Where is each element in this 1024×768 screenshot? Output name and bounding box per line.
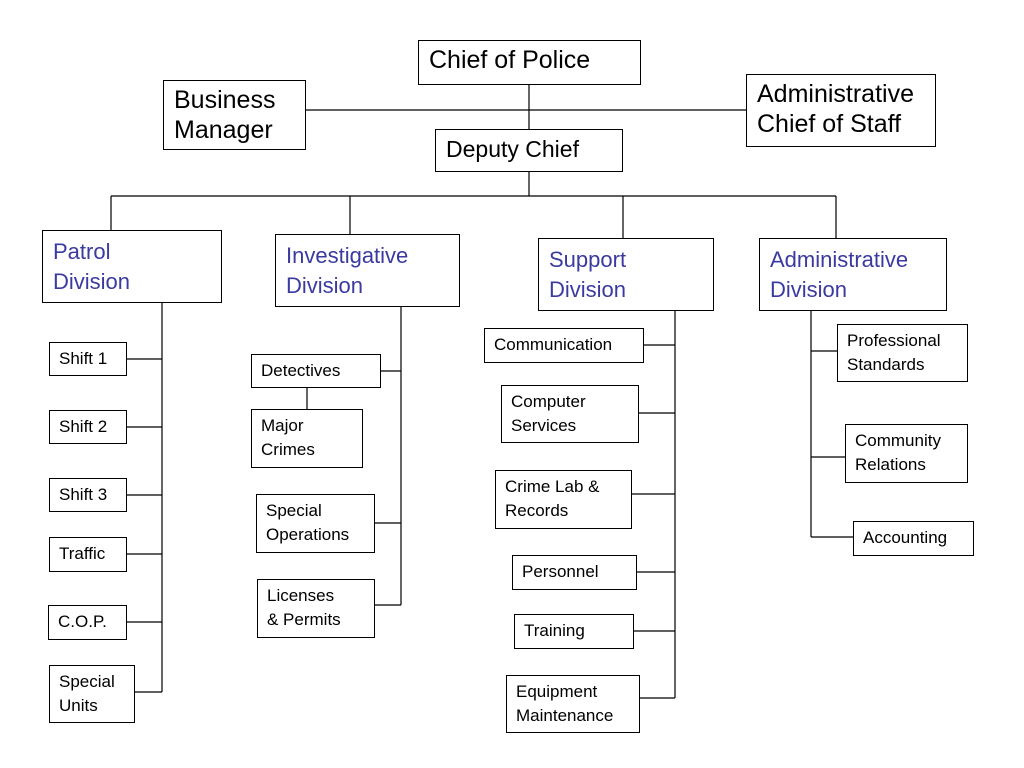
investigative-unit-major-crimes: Major Crimes [251, 409, 363, 468]
investigative-division-box: Investigative Division [275, 234, 460, 307]
admin-unit-accounting: Accounting [853, 521, 974, 556]
support-unit-computer-services: Computer Services [501, 385, 639, 443]
patrol-unit-shift-3: Shift 3 [49, 478, 127, 512]
support-unit-crime-lab-records: Crime Lab & Records [495, 470, 632, 529]
patrol-unit-shift-1: Shift 1 [49, 342, 127, 376]
support-unit-communication: Communication [484, 328, 644, 363]
support-unit-personnel: Personnel [512, 555, 637, 590]
admin-unit-community-relations: Community Relations [845, 424, 968, 483]
support-unit-equipment-maintenance: Equipment Maintenance [506, 675, 640, 733]
business-manager-box: Business Manager [163, 80, 306, 150]
deputy-chief-box: Deputy Chief [435, 129, 623, 172]
patrol-unit-cop: C.O.P. [48, 605, 127, 640]
support-unit-training: Training [514, 614, 634, 649]
administrative-chief-of-staff-box: Administrative Chief of Staff [746, 74, 936, 147]
chief-of-police-box: Chief of Police [418, 40, 641, 85]
administrative-division-box: Administrative Division [759, 238, 947, 311]
support-division-box: Support Division [538, 238, 714, 311]
patrol-division-box: Patrol Division [42, 230, 222, 303]
patrol-unit-traffic: Traffic [49, 537, 127, 572]
admin-unit-professional-standards: Professional Standards [837, 324, 968, 382]
investigative-unit-special-operations: Special Operations [256, 494, 375, 553]
investigative-unit-licenses-permits: Licenses & Permits [257, 579, 375, 638]
connector-lines [110, 85, 853, 699]
patrol-unit-shift-2: Shift 2 [49, 410, 127, 444]
investigative-unit-detectives: Detectives [251, 354, 381, 388]
patrol-unit-special-units: Special Units [49, 665, 135, 723]
